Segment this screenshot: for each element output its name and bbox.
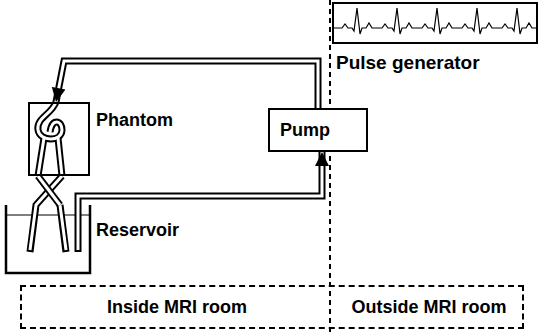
tube-connector — [56, 61, 318, 108]
node-label: Phantom — [96, 110, 173, 131]
flow-arrow — [38, 176, 60, 205]
node-label: Pump — [280, 120, 330, 141]
flow-arrow — [56, 61, 318, 108]
node-label: Outside MRI room — [332, 297, 526, 318]
tube-wall — [38, 176, 60, 205]
reservoir-tank: Reservoir — [6, 205, 90, 273]
phantom-box: Phantom — [28, 102, 90, 176]
node-label: Inside MRI room — [22, 297, 332, 318]
room-legend-box: Inside MRI roomOutside MRI room — [20, 285, 524, 329]
tubing — [30, 102, 78, 252]
tube-bore — [38, 176, 60, 205]
node-label: Pulse generator — [336, 52, 480, 74]
tube-wall — [56, 61, 318, 108]
node-label: Reservoir — [96, 220, 179, 241]
tube-connector — [38, 176, 60, 205]
ecg-trace — [334, 8, 536, 34]
tube-wall — [78, 152, 322, 205]
flow-arrow — [78, 152, 322, 205]
tube-connector — [78, 152, 322, 205]
pump-box: Pump — [268, 108, 368, 152]
tube-bore — [56, 61, 318, 108]
reservoir-tank — [6, 205, 90, 273]
pulse-generator-box: Pulse generator — [332, 2, 538, 44]
tube-bore — [78, 152, 322, 205]
